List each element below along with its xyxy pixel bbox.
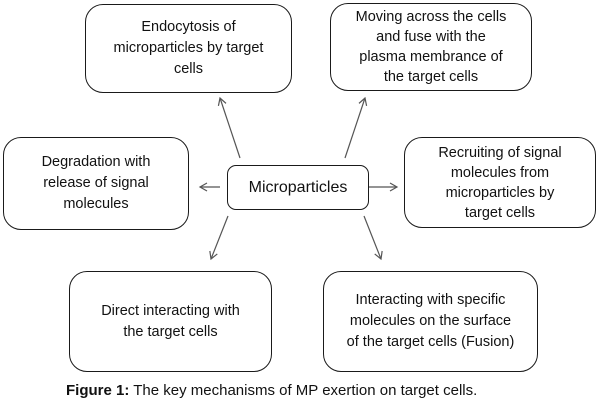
- node-line: the target cells: [123, 323, 218, 340]
- arrow-to-endocytosis: [217, 96, 241, 159]
- arrow-to-moving-fuse: [344, 96, 368, 159]
- node-line: Direct interacting with: [101, 302, 240, 319]
- node-line: of the target cells (Fusion): [346, 334, 515, 350]
- node-line: Endocytosis of: [141, 19, 236, 35]
- node-line: molecules from: [450, 164, 550, 181]
- node-line: plasma membrance of: [359, 49, 503, 65]
- node-endocytosis: Endocytosis of microparticles by target …: [85, 4, 292, 93]
- arrow-to-direct-interacting: [209, 215, 229, 261]
- node-moving-fuse: Moving across the cells and fuse with th…: [330, 3, 532, 91]
- center-node-label: Microparticles: [248, 179, 348, 196]
- node-line: release of signal: [43, 175, 149, 191]
- node-line: Moving across the cells: [355, 9, 507, 25]
- node-line: molecules: [63, 196, 129, 212]
- figure-caption: Figure 1: The key mechanisms of MP exert…: [66, 382, 477, 399]
- node-line: microparticles by target: [113, 40, 264, 56]
- node-line: Recruiting of signal: [438, 144, 562, 161]
- node-line: Interacting with specific: [355, 292, 506, 308]
- arrow-to-specific-interacting: [363, 215, 383, 261]
- node-recruiting: Recruiting of signal molecules from micr…: [404, 137, 596, 228]
- figure-caption-text: The key mechanisms of MP exertion on tar…: [129, 382, 478, 399]
- node-line: molecules on the surface: [349, 313, 512, 329]
- node-line: target cells: [464, 204, 536, 221]
- node-degradation: Degradation with release of signal molec…: [3, 137, 189, 230]
- node-line: and fuse with the: [376, 29, 486, 45]
- center-node-microparticles: Microparticles: [227, 165, 369, 210]
- node-line: Degradation with: [41, 154, 151, 170]
- node-line: cells: [173, 61, 203, 77]
- node-direct-interacting: Direct interacting with the target cells: [69, 271, 272, 372]
- node-line: microparticles by: [445, 184, 555, 201]
- node-specific-interacting: Interacting with specific molecules on t…: [323, 271, 538, 372]
- figure-caption-label: Figure 1:: [66, 382, 130, 399]
- node-line: the target cells: [383, 69, 479, 85]
